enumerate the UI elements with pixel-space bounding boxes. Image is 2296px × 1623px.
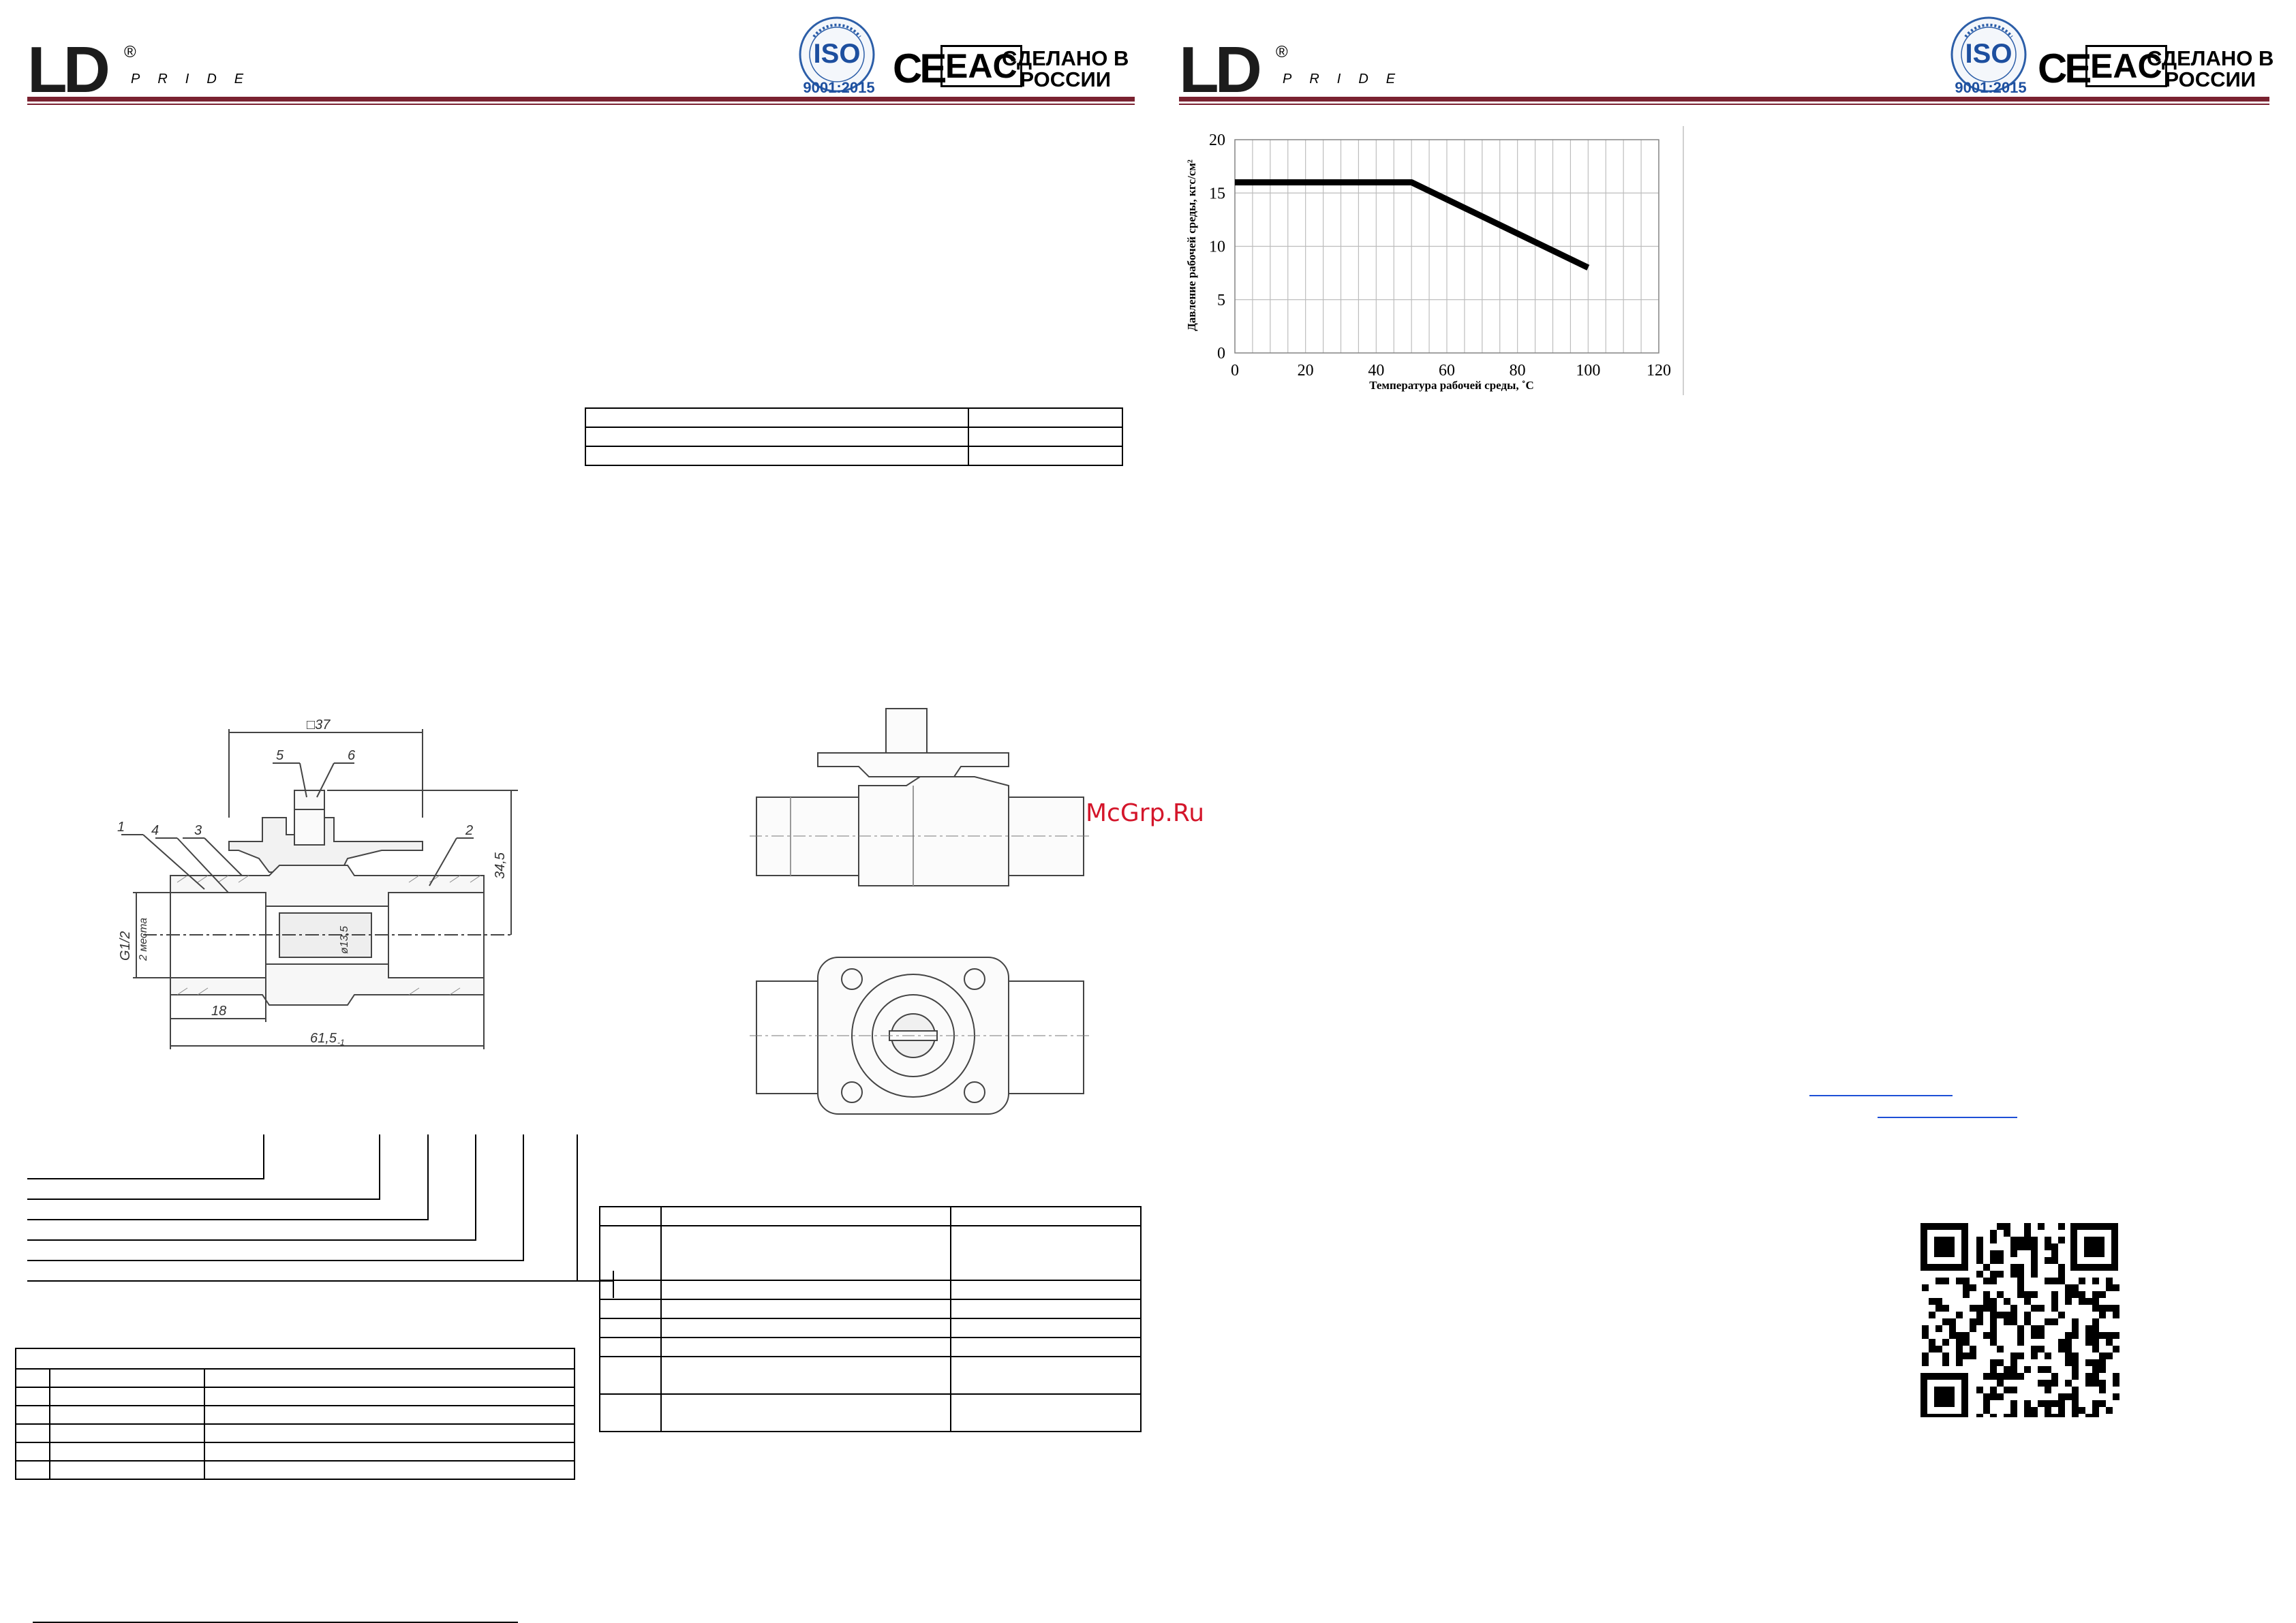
chart-frame [1234, 139, 1659, 354]
logo-registered-mark: ® [1276, 43, 1288, 61]
spec-table-small [585, 407, 1123, 466]
made-in-label: СДЕЛАНО В РОССИИ [1002, 48, 1129, 90]
made-in-label: СДЕЛАНО В РОССИИ [2147, 48, 2274, 90]
x-tick-label: 0 [1231, 362, 1239, 380]
chart-series [1234, 179, 1590, 270]
logo-registered-mark: ® [124, 43, 136, 61]
dim-square: □37 [307, 717, 331, 732]
header-rule-right [1179, 97, 2269, 102]
made-in-line1: СДЕЛАНО В [1002, 46, 1129, 70]
designation-leaders [27, 1134, 614, 1298]
x-tick-label: 120 [1647, 362, 1671, 380]
header-rule-right-thin [1179, 104, 2269, 105]
dim-thread-count: 2 места [138, 918, 149, 961]
pressure-temperature-chart: 0 20 40 60 80 100 120 0 5 10 15 20 Температура раб… [1185, 126, 1684, 395]
valve-section-drawing: □37 1 4 3 5 6 2 34,5 G1/2 2 места ø13,5 … [117, 717, 518, 1049]
iso-seal-icon: ISO [1950, 16, 2027, 93]
dim-left: 18 [211, 1004, 226, 1019]
iso-label: ISO [1965, 39, 2012, 69]
x-tick-label: 60 [1439, 362, 1455, 380]
chart-ylabel: Давление рабочей среды, кгс/см² [1185, 159, 1198, 331]
callout-6: 6 [348, 748, 356, 763]
chart-yticks: 0 5 10 15 20 [1209, 132, 1225, 362]
eac-mark: EAC [2085, 45, 2167, 87]
chart-xticks: 0 20 40 60 80 100 120 [1231, 362, 1671, 380]
y-tick-label: 0 [1217, 345, 1225, 362]
x-tick-label: 40 [1368, 362, 1384, 380]
y-tick-label: 15 [1209, 185, 1225, 202]
header-rule-left [27, 97, 1135, 102]
iso-label: ISO [814, 39, 861, 69]
qr-code-icon [1920, 1223, 2122, 1417]
y-tick-label: 10 [1209, 238, 1225, 256]
chart-xlabel: Температура рабочей среды, ˚C [1369, 379, 1534, 392]
made-in-line1: СДЕЛАНО В [2147, 46, 2274, 70]
brand-logo-right: LD ® PRIDE [1179, 37, 1395, 103]
link-underline-1[interactable] [1809, 1095, 1953, 1096]
y-tick-label: 5 [1217, 292, 1225, 309]
callout-2: 2 [465, 823, 473, 838]
materials-table [15, 1348, 575, 1480]
valve-side-view [750, 708, 1090, 886]
iso-cert-number: 9001:2015 [1955, 79, 2027, 96]
callout-5: 5 [276, 748, 284, 763]
logo-subtitle: PRIDE [1283, 72, 1413, 87]
watermark: McGrp.Ru [1086, 799, 1205, 827]
callout-3: 3 [194, 823, 202, 838]
dim-length-tol: -1 [337, 1038, 345, 1047]
iso-cert-number: 9001:2015 [803, 79, 875, 96]
dim-height: 34,5 [493, 852, 508, 879]
logo-subtitle: PRIDE [131, 72, 262, 87]
made-in-line2: РОССИИ [1020, 67, 1112, 91]
dim-bore: ø13,5 [339, 926, 350, 954]
chart-grid [1234, 139, 1659, 354]
x-tick-label: 100 [1576, 362, 1600, 380]
ce-mark: CE [893, 46, 947, 91]
dim-thread: G1/2 [118, 931, 133, 961]
ce-mark: CE [2038, 46, 2092, 91]
valve-top-view [750, 957, 1090, 1115]
dim-length: 61,5 [310, 1031, 337, 1046]
header-rule-left-thin [27, 104, 1135, 105]
iso-seal-icon: ISO [799, 16, 875, 93]
link-underline-2[interactable] [1878, 1117, 2017, 1118]
logo-text: LD [1179, 33, 1262, 106]
designation-table [599, 1206, 1142, 1432]
footnote-rule [33, 1622, 518, 1623]
y-tick-label: 20 [1209, 132, 1225, 149]
callout-4: 4 [151, 823, 159, 838]
eac-mark: EAC [940, 45, 1022, 87]
plot-frame [1234, 139, 1659, 354]
made-in-line2: РОССИИ [2164, 67, 2256, 91]
brand-logo-left: LD ® PRIDE [27, 37, 243, 103]
callout-1: 1 [117, 820, 125, 835]
x-tick-label: 20 [1298, 362, 1314, 380]
logo-text: LD [27, 33, 110, 106]
x-tick-label: 80 [1510, 362, 1526, 380]
